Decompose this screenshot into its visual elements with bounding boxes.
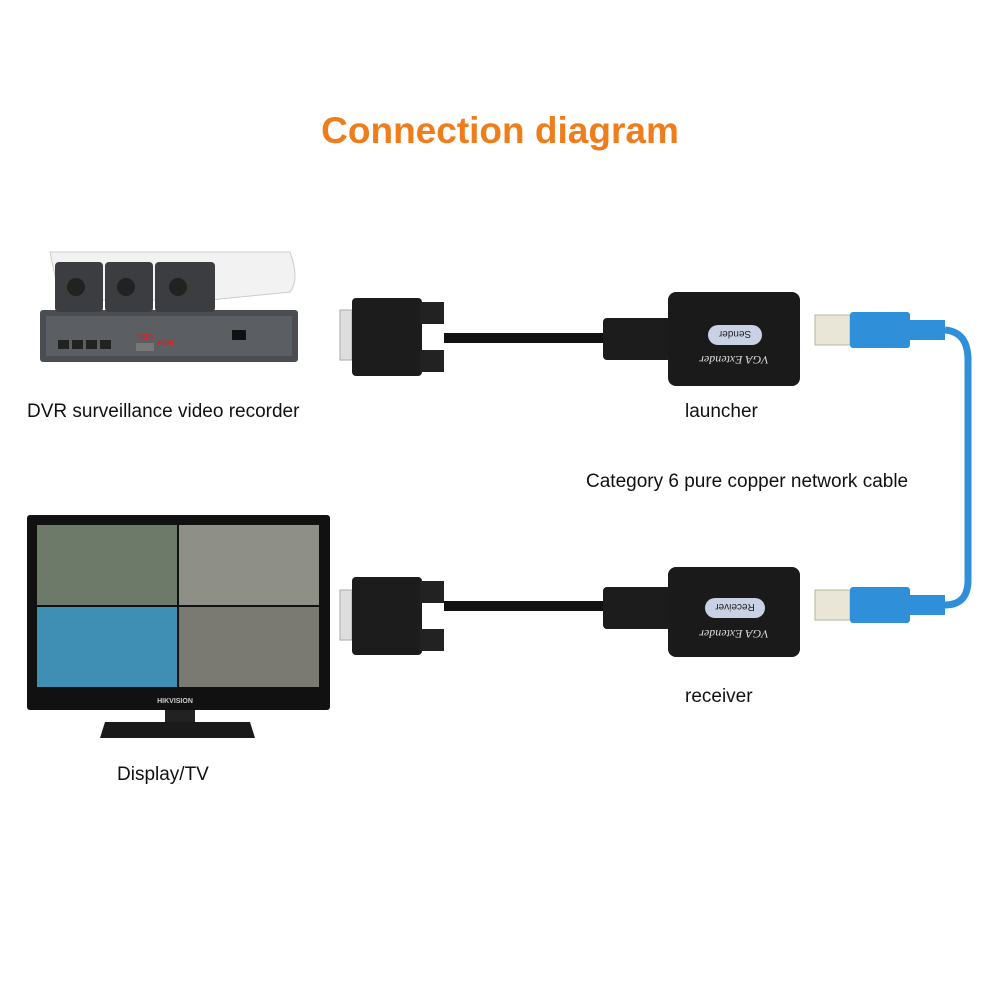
monitor-brand: HIKVISION — [157, 698, 193, 705]
receiver-label: receiver — [685, 686, 753, 707]
sender-rj45-plug — [814, 312, 945, 348]
receiver-vga-connector — [339, 577, 671, 655]
camera-icon — [49, 251, 296, 312]
sender-extender-name: VGA Extender — [699, 353, 769, 367]
dvr-vga-port-label: VGA — [138, 334, 153, 341]
receiver-extender-name: VGA Extender — [699, 627, 769, 641]
launcher-label: launcher — [685, 401, 758, 422]
receiver-rj45-plug — [814, 587, 945, 623]
dvr-recorder-image: VGA HDMI — [40, 251, 298, 362]
receiver-extender: Receiver VGA Extender — [668, 567, 800, 657]
dvr-hdmi-port-label: HDMI — [158, 341, 174, 347]
sender-extender: Sender VGA Extender — [668, 292, 800, 386]
network-cable — [944, 326, 972, 609]
display-label: Display/TV — [117, 764, 209, 785]
receiver-badge: Receiver — [715, 601, 755, 612]
cable-label: Category 6 pure copper network cable — [586, 471, 909, 492]
sender-badge: Sender — [718, 328, 751, 339]
page-title: Connection diagram — [321, 110, 679, 151]
dvr-label: DVR surveillance video recorder — [27, 401, 300, 422]
monitor-image: HIKVISION — [27, 515, 330, 738]
sender-vga-connector — [339, 298, 671, 376]
